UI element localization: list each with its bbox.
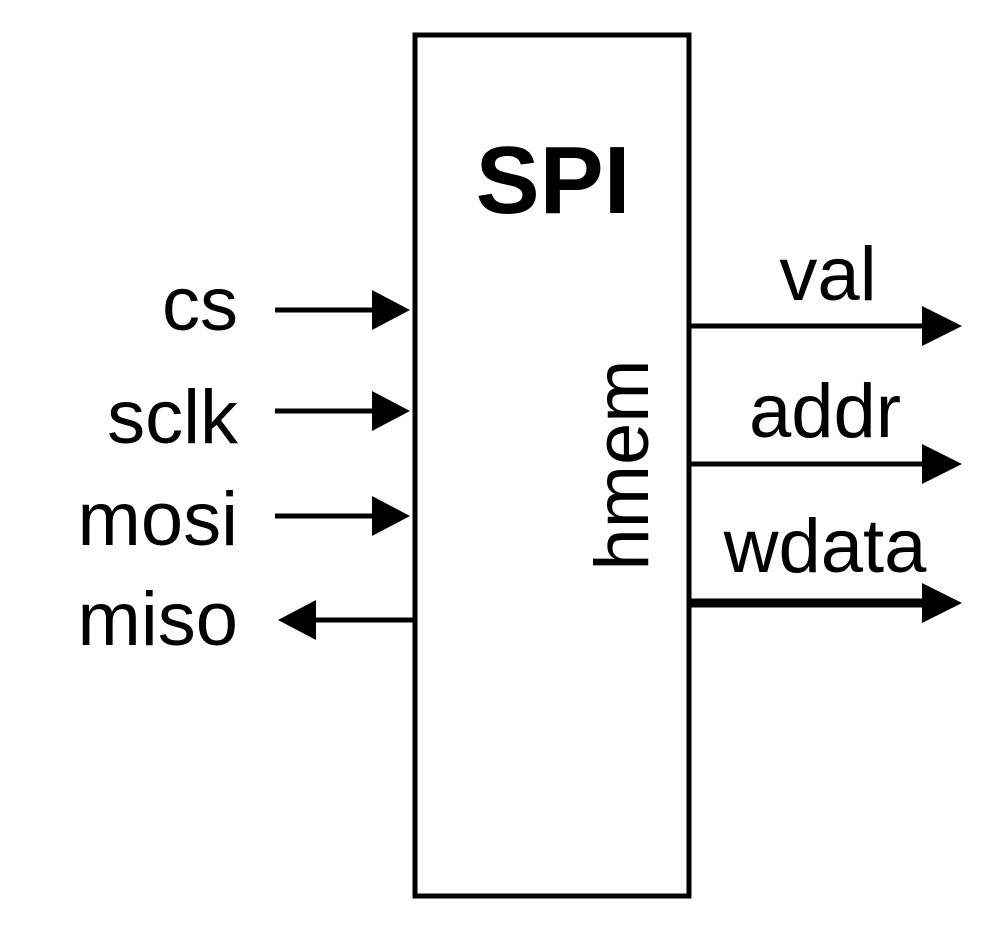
val-arrow — [689, 306, 962, 346]
sclk-label: sclk — [107, 375, 239, 460]
wdata-bus-arrow — [689, 583, 962, 623]
addr-arrow — [689, 444, 962, 484]
sclk-arrow — [275, 391, 410, 431]
hmem-port-label: hmem — [580, 359, 665, 570]
miso-label: miso — [78, 577, 238, 662]
module-title: SPI — [476, 127, 631, 234]
wdata-label: wdata — [723, 504, 928, 589]
mosi-arrow — [275, 496, 410, 536]
val-label: val — [779, 232, 876, 317]
addr-label: addr — [749, 369, 901, 454]
cs-arrow — [275, 290, 410, 330]
mosi-label: mosi — [78, 477, 238, 562]
miso-arrow — [278, 600, 413, 640]
cs-label: cs — [162, 262, 238, 347]
